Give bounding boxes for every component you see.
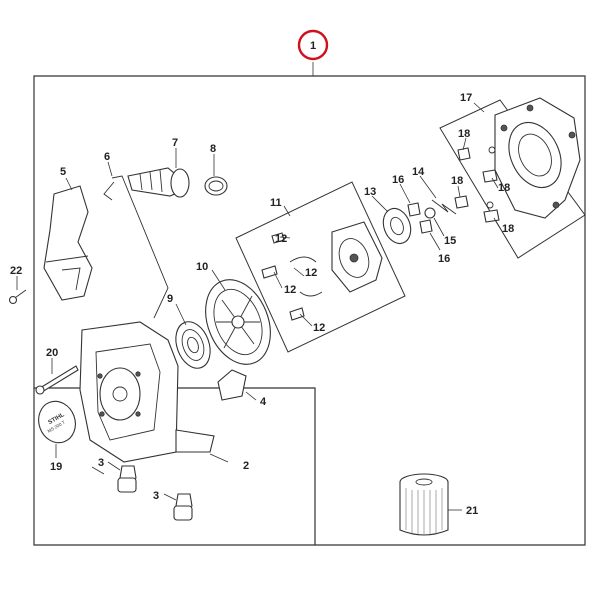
part-small-12b[interactable] — [261, 265, 278, 279]
callout-label-20: 20 — [46, 347, 58, 359]
callout-label-18a: 18 — [458, 128, 470, 140]
callout-label-3a: 3 — [98, 457, 104, 469]
callout-label-12b: 12 — [284, 284, 296, 296]
callout-label-21: 21 — [466, 505, 478, 517]
part-buffer-3a[interactable] — [107, 461, 137, 493]
callout-label-2: 2 — [243, 460, 249, 472]
callout-label-14: 14 — [412, 166, 425, 178]
callout-label-12c: 12 — [305, 267, 317, 279]
part-clip-18a[interactable] — [457, 147, 471, 161]
part-rope-rotor-10[interactable] — [194, 269, 283, 374]
callout-label-13: 13 — [364, 186, 376, 198]
callout-label-17: 17 — [460, 92, 472, 104]
part-ring-8[interactable] — [204, 154, 228, 196]
part-rod-6[interactable] — [103, 161, 169, 319]
part-small-12a[interactable] — [271, 232, 285, 244]
callout-label-16b: 16 — [438, 253, 450, 265]
callout-label-5: 5 — [60, 166, 66, 178]
part-cover-2[interactable] — [79, 321, 229, 463]
part-buffer-3b[interactable] — [163, 493, 193, 521]
part-clip-18b[interactable] — [482, 146, 498, 183]
assembly-frame-lower — [33, 388, 315, 546]
part-rotor-11[interactable] — [331, 221, 383, 293]
callout-label-15: 15 — [444, 235, 456, 247]
part-spring-14[interactable] — [419, 175, 457, 215]
part-spool-21[interactable] — [399, 473, 462, 536]
callout-label-6: 6 — [104, 151, 110, 163]
part-clip-18c[interactable] — [454, 195, 469, 209]
callout-label-12d: 12 — [313, 322, 325, 334]
part-washer-15[interactable] — [424, 207, 445, 237]
callout-label-11: 11 — [270, 197, 282, 209]
callout-label-18d: 18 — [502, 223, 514, 235]
part-spring-9[interactable] — [170, 303, 216, 373]
callout-1[interactable]: 1 — [297, 29, 329, 76]
callout-label-1: 1 — [310, 40, 316, 52]
part-pawl-16a[interactable] — [399, 183, 421, 217]
callout-label-7: 7 — [172, 137, 178, 149]
part-badge-19[interactable]: STIHL MS 200 T — [33, 396, 81, 458]
part-small-12c[interactable] — [289, 256, 323, 297]
callout-label-4: 4 — [260, 396, 267, 408]
part-bolt-20[interactable] — [35, 358, 79, 395]
part-fan-housing[interactable] — [494, 97, 581, 219]
callout-label-10: 10 — [196, 261, 208, 273]
highlight-ring — [297, 29, 329, 61]
part-4[interactable] — [217, 369, 257, 401]
callout-label-3b: 3 — [153, 490, 159, 502]
callout-label-18c: 18 — [451, 175, 463, 187]
part-clip-18d[interactable] — [483, 201, 500, 223]
part-small-12d[interactable] — [289, 307, 305, 321]
callout-label-8: 8 — [210, 143, 216, 155]
part-pawl-16b[interactable] — [419, 219, 441, 251]
part-pulley-13[interactable] — [371, 195, 415, 247]
part-screw-22[interactable] — [8, 276, 27, 305]
callout-label-19: 19 — [50, 461, 62, 473]
callout-label-16a: 16 — [392, 174, 404, 186]
callout-label-9: 9 — [167, 293, 173, 305]
part-handle-7[interactable] — [127, 148, 190, 198]
callout-label-18b: 18 — [498, 182, 510, 194]
part-cover-plate-5[interactable] — [43, 177, 93, 301]
callout-label-12a: 12 — [275, 233, 287, 245]
callout-label-22: 22 — [10, 265, 22, 277]
